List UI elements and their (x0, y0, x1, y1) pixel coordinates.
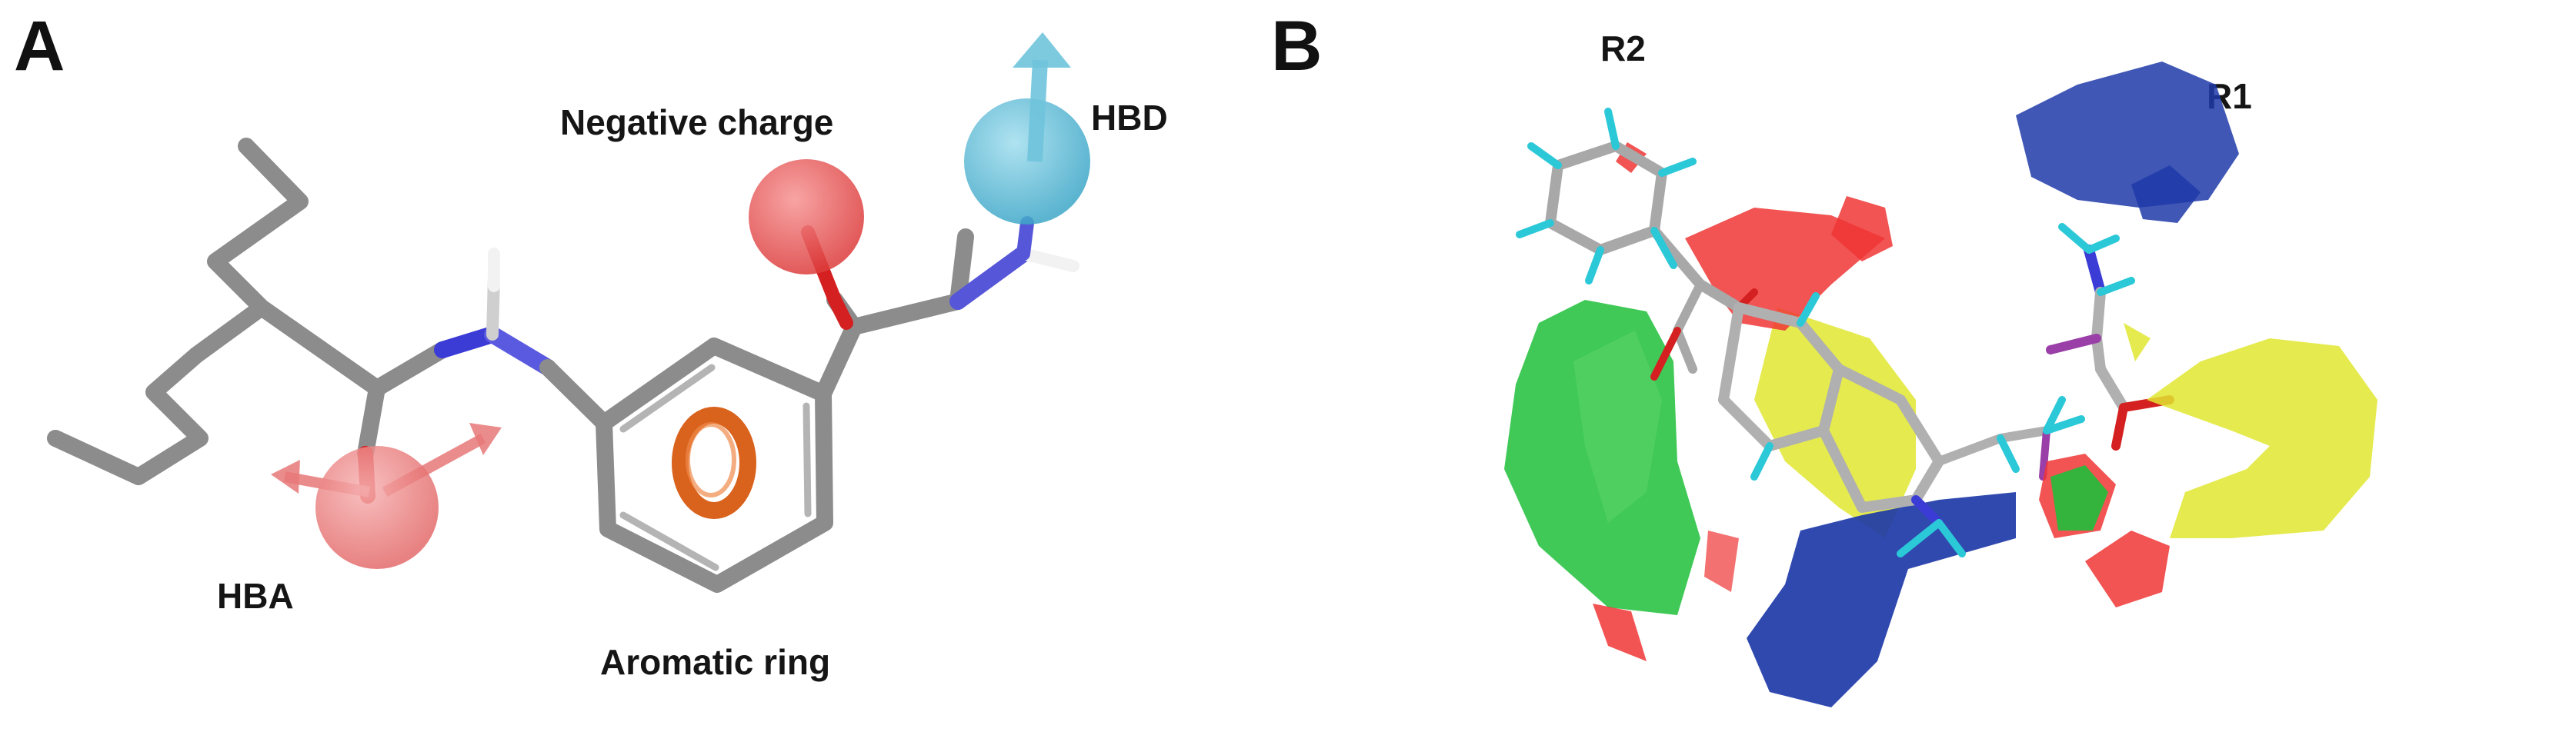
blue-contour-r1-large (2016, 62, 2239, 208)
r2-label: R2 (1600, 28, 1646, 68)
hbd-feature (964, 32, 1090, 225)
r2-hydrogens (1516, 108, 2085, 557)
hbd-label: HBD (1091, 98, 1168, 138)
blue-contour-r2 (1747, 492, 2016, 707)
amide-nitrogen (434, 248, 612, 431)
negative-charge-label: Negative charge (560, 102, 834, 142)
panel-a: A (0, 0, 1231, 732)
pharmacophore-model (47, 32, 1090, 593)
carbon-bonds (47, 138, 974, 593)
r1-hydrogens (2058, 223, 2135, 296)
green-contour-highlight (1573, 331, 1662, 523)
red-contour-r1-bottom (2085, 531, 2170, 607)
r1-molecule (2046, 245, 2174, 451)
red-contour-r2-bottom (1593, 604, 1647, 661)
red-contour-r2-small2 (1831, 196, 1893, 261)
negative-charge-feature (749, 159, 864, 274)
panel-b-letter: B (1271, 7, 1323, 85)
aromatic-inner-bonds (619, 364, 812, 571)
panel-a-letter: A (14, 7, 65, 85)
yellow-contour-r1 (2147, 338, 2377, 538)
amine-nitrogen (949, 216, 1079, 310)
aromatic-ring-label: Aromatic ring (600, 642, 831, 682)
aromatic-ring-feature (672, 407, 756, 519)
comsia-contour-map (1504, 62, 2377, 707)
yellow-contour-small-r2 (2124, 323, 2151, 361)
hba-label: HBA (217, 576, 294, 616)
panel-b: B R2 R1 (1246, 0, 2576, 732)
red-contour-r2-lower (1704, 531, 1739, 592)
hba-feature (271, 423, 502, 569)
blue-contour-r1-small (2131, 165, 2201, 223)
yellow-contour-r2 (1754, 308, 1916, 538)
green-contour-r1 (2050, 465, 2108, 531)
